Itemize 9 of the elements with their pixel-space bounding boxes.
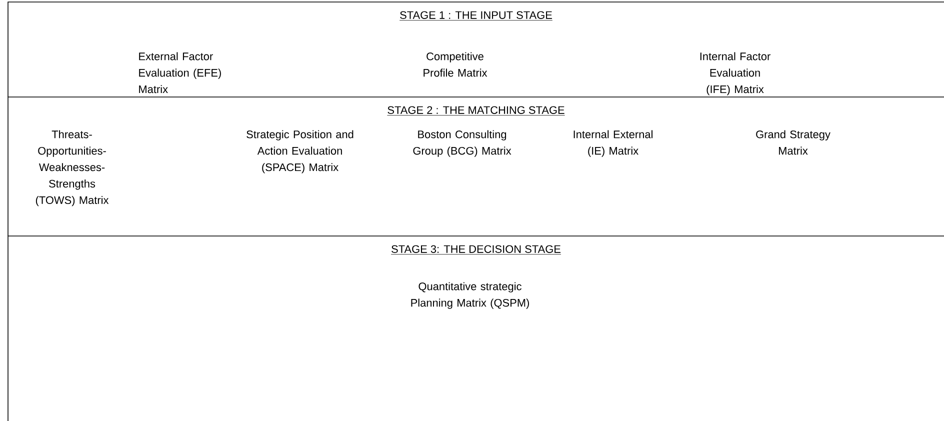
- item-label: External Factor Evaluation (EFE) Matrix: [139, 52, 221, 94]
- item-label: Strategic Position and Action Evaluation (SPACE) Matrix: [246, 130, 354, 174]
- item-label: Threats- Opportunities- Weaknesses- Strengths (TOWS) Matrix: [36, 130, 109, 206]
- item-label: Quantitative strategic Planning Matrix (QSPM): [411, 282, 529, 309]
- item-label: Boston Consulting Group (BCG) Matrix: [413, 130, 512, 157]
- item-label: Competitive Profile Matrix: [424, 52, 488, 77]
- item-label: Internal Factor Evaluation (IFE) Matrix: [700, 52, 770, 96]
- item-label: Grand Strategy Matrix: [756, 130, 830, 155]
- item-label: Internal External (IE) Matrix: [574, 130, 652, 157]
